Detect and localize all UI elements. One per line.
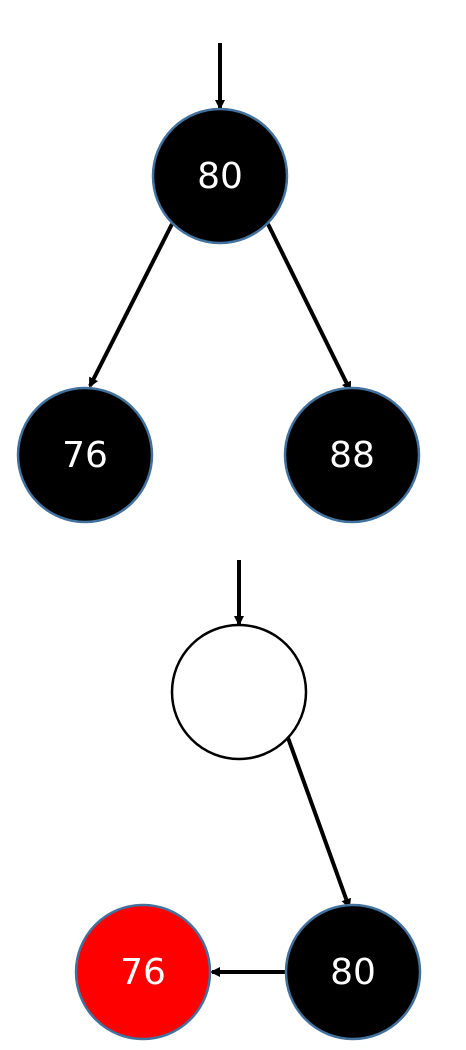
top-right-node: 88 xyxy=(283,386,421,524)
bottom-red-node: 76 xyxy=(74,903,212,1041)
bottom-red-circle xyxy=(74,903,212,1041)
top-edge-root-left xyxy=(88,223,174,388)
top-right-circle xyxy=(283,386,421,524)
top-right-label: 88 xyxy=(329,435,375,476)
top-edge-root-right xyxy=(266,223,352,392)
top-root-circle xyxy=(151,107,289,245)
top-root-node: 80 xyxy=(151,107,289,245)
bottom-right-node: 80 xyxy=(284,903,422,1041)
bottom-root-node xyxy=(170,623,308,761)
bottom-right-circle xyxy=(284,903,422,1041)
bottom-red-label: 76 xyxy=(120,952,166,993)
bottom-root-circle xyxy=(170,623,308,761)
bottom-right-label: 80 xyxy=(330,952,376,993)
top-left-circle xyxy=(16,386,154,524)
bottom-edge-root-right xyxy=(285,734,351,909)
top-left-label: 76 xyxy=(62,435,108,476)
top-left-node: 76 xyxy=(16,386,154,524)
top-root-label: 80 xyxy=(197,156,243,197)
